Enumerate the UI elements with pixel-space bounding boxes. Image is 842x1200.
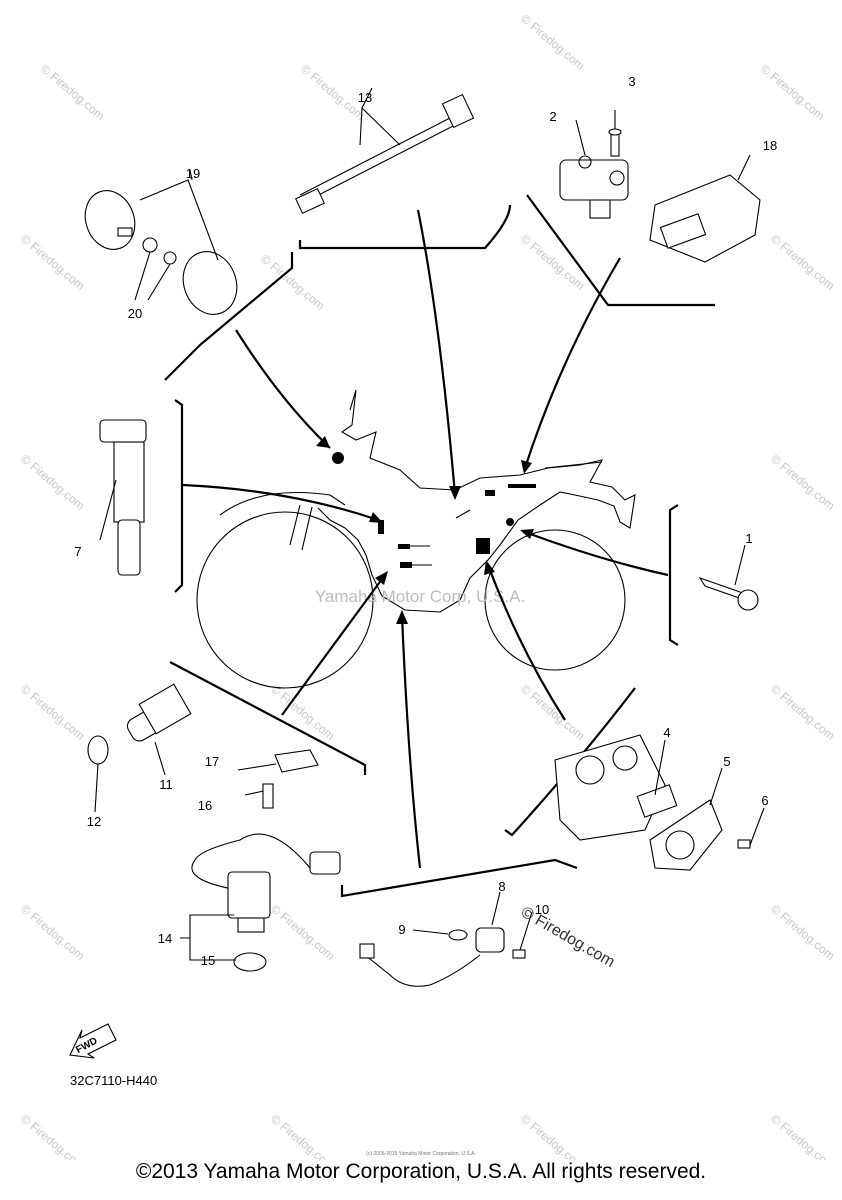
diagram-code: 32C7110-H440: [70, 1073, 157, 1088]
part-7-ignition-coil: [99, 419, 147, 576]
watermark-tile: © Firedog.com: [518, 12, 587, 73]
watermark-tile: © Firedog.com: [268, 902, 337, 963]
rear-wheel: [484, 529, 626, 671]
part-4-throttle-body: [554, 734, 678, 841]
watermark-tile: © Firedog.com: [518, 682, 587, 743]
callout-16: 16: [198, 798, 212, 813]
watermark-tile: © Firedog.com: [268, 1112, 337, 1160]
front-wheel: [196, 511, 374, 689]
watermark-tile: © Firedog.com: [768, 452, 837, 513]
callout-6: 6: [761, 793, 768, 808]
callout-10: 10: [535, 902, 549, 917]
watermark-tile: © Firedog.com: [768, 232, 837, 293]
callout-11: 11: [159, 777, 173, 792]
watermark-tile: © Firedog.com: [18, 452, 87, 513]
fine-print: (c) 2005-2015 Yamaha Motor Corporation, …: [366, 1151, 476, 1157]
frame-body: [317, 389, 636, 613]
part-5-sensor: [649, 767, 765, 871]
callout-12: 12: [87, 814, 101, 829]
callout-4: 4: [663, 725, 670, 740]
watermark-tile: © Firedog.com: [768, 682, 837, 743]
callout-1: 1: [745, 531, 752, 546]
part-2-relay: [559, 110, 629, 219]
watermark-tile: © Firedog.com: [18, 902, 87, 963]
motorcycle-outline: [196, 389, 636, 689]
callout-9: 9: [398, 922, 405, 937]
watermark-tile: © Firedog.com: [18, 682, 87, 743]
callout-labels: 1 2 3 4 5 6 7 8 9 10 11 12 13 14 15 16 1…: [74, 74, 777, 968]
callout-20: 20: [128, 306, 142, 321]
part-14-sensor-harness: [180, 749, 341, 972]
part-18-ecu: [649, 154, 761, 263]
exhaust: [544, 461, 603, 469]
callout-15: 15: [201, 953, 215, 968]
watermark-tile: © Firedog.com: [268, 682, 337, 743]
watermark-tile: © Firedog.com: [18, 232, 87, 293]
watermark-tile: © Firedog.com: [518, 1112, 587, 1160]
callout-7: 7: [74, 544, 81, 559]
part-8-sensor: [359, 891, 533, 987]
front-fork: [289, 504, 313, 551]
callout-5: 5: [723, 754, 730, 769]
parts-diagram: © Firedog.com © Firedog.com © Firedog.co…: [18, 12, 837, 1160]
part-1-sensor: [698, 544, 759, 611]
callout-13: 13: [358, 90, 372, 105]
callout-19: 19: [186, 166, 200, 181]
callout-2: 2: [549, 109, 556, 124]
callout-3: 3: [628, 74, 635, 89]
callout-17: 17: [205, 754, 219, 769]
callout-18: 18: [763, 138, 777, 153]
callout-14: 14: [158, 931, 172, 946]
copyright-notice: ©2013 Yamaha Motor Corporation, U.S.A. A…: [135, 1160, 707, 1183]
part-19-reflector: [84, 169, 238, 315]
watermark-tile: © Firedog.com: [18, 1112, 87, 1160]
callout-8: 8: [498, 879, 505, 894]
watermark-tile: © Firedog.com: [768, 1112, 837, 1160]
watermark-tile: © Firedog.com: [768, 902, 837, 963]
part-13-harness: [295, 87, 475, 215]
group-frames: [164, 194, 715, 898]
watermark-tile: © Firedog.com: [758, 62, 827, 123]
leader-arrows: [182, 209, 669, 869]
center-watermark: Yamaha Motor Corp, U.S.A.: [315, 587, 525, 606]
watermark-tile: © Firedog.com: [38, 62, 107, 123]
brand-watermark: © Firedog.com: [518, 904, 618, 971]
part-11-sensor: [87, 683, 192, 813]
fwd-indicator: FWD: [69, 1023, 117, 1059]
